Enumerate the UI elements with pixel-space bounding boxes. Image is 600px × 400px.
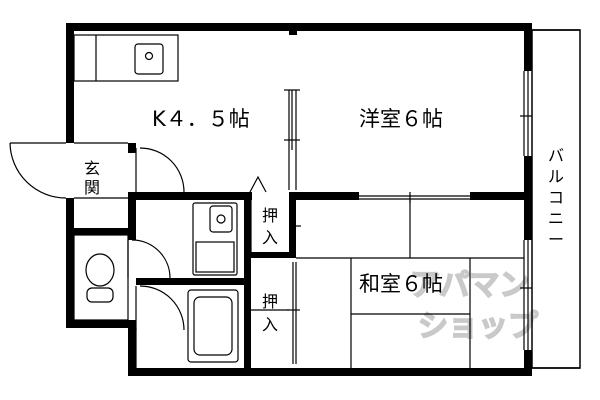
closet-lower-char-2: 入 [262, 315, 278, 334]
walls [66, 23, 532, 376]
closet-lower-label: 押 入 [262, 292, 278, 334]
western-room-label: 洋室６帖 [359, 107, 443, 131]
thin-lines [9, 34, 532, 368]
kitchen-label: K４．５帖 [152, 107, 250, 131]
closet-upper-char-2: 入 [262, 228, 278, 247]
japanese-room-label: 和室６帖 [359, 272, 443, 296]
closet-upper-char-1: 押 [262, 206, 278, 225]
entrance-label: 玄 関 [84, 159, 100, 197]
entrance-char-2: 関 [84, 178, 100, 197]
balcony-char-5: ー [548, 230, 564, 249]
entrance-char-1: 玄 [84, 159, 100, 178]
closet-lower-char-1: 押 [262, 292, 278, 311]
balcony-char-1: バ [548, 146, 564, 165]
closet-upper-label: 押 入 [262, 206, 278, 247]
balcony-char-2: ル [548, 167, 564, 186]
balcony-char-3: コ [548, 188, 564, 207]
watermark-line2: ショップ [418, 309, 539, 344]
balcony-char-4: ニ [548, 209, 564, 228]
balcony-label: バ ル コ ニ ー [548, 146, 564, 249]
